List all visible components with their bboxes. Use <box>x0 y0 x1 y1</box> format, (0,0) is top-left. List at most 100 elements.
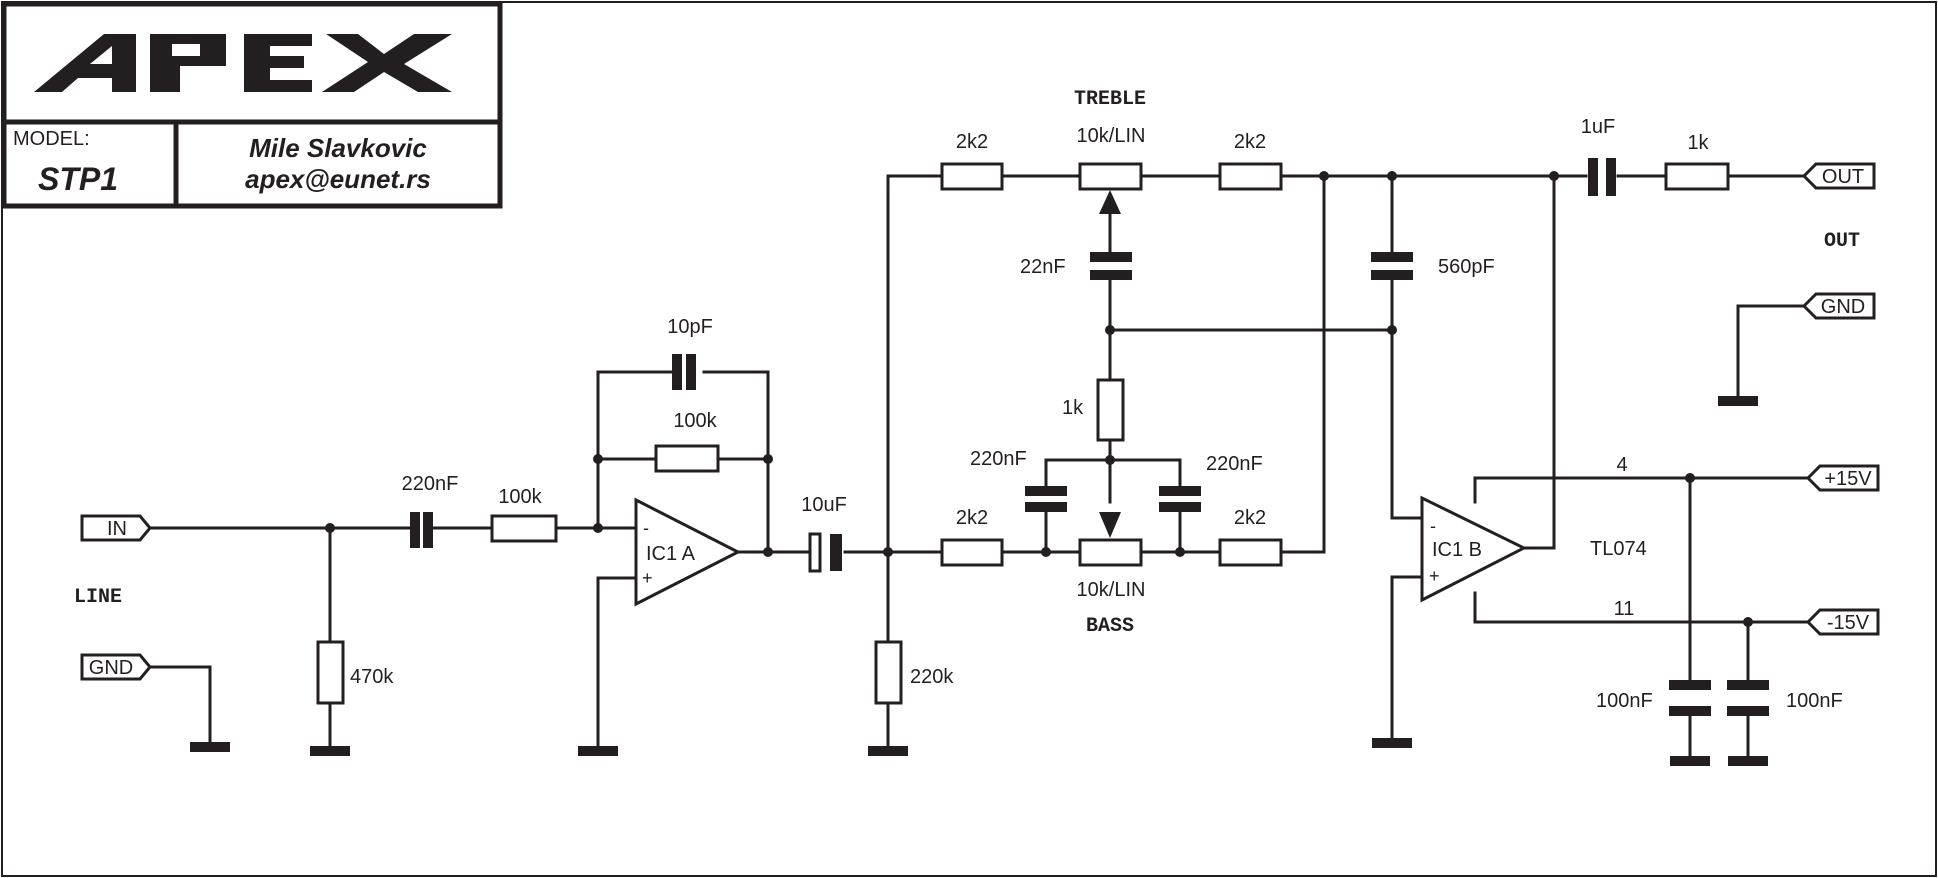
title-block: MODEL: STP1 Mile Slavkovic apex@eunet.rs <box>1 1 503 209</box>
connector-in: IN <box>80 514 152 542</box>
label-2k2-bass-right: 2k2 <box>1234 507 1266 529</box>
capacitors <box>410 158 1769 716</box>
apex-logo <box>34 34 452 92</box>
label-22nF: 22nF <box>1020 256 1066 278</box>
label-10uF: 10uF <box>801 494 847 516</box>
svg-text:GND: GND <box>89 657 133 679</box>
junction-dot <box>1387 171 1397 181</box>
junction-dot <box>593 454 603 464</box>
label-100k-in: 100k <box>498 486 542 508</box>
ground-symbol <box>1728 756 1768 766</box>
ground-symbol <box>1670 756 1710 766</box>
junction-dot <box>1175 547 1185 557</box>
ground-symbol <box>578 746 618 756</box>
opamp-ic1a-plus: + <box>642 568 653 588</box>
capacitor-10pF <box>672 354 696 390</box>
component-labels: 220nF 100k 470k 10pF 100k 10uF 220k 2k2 … <box>350 116 1843 712</box>
resistor-2k2-bass-right <box>1218 538 1283 567</box>
junction-dot <box>1549 171 1559 181</box>
junction-dot <box>593 523 603 533</box>
section-label-bass: BASS <box>1086 615 1134 638</box>
model-label: MODEL: <box>13 128 90 150</box>
label-1k-out: 1k <box>1687 132 1709 154</box>
opamp-ic1b: IC1 B - + <box>1420 495 1528 603</box>
model-value: STP1 <box>38 161 118 197</box>
label-2k2-treble-right: 2k2 <box>1234 131 1266 153</box>
capacitor-10uF <box>808 532 842 573</box>
connector-out: OUT <box>1801 162 1876 190</box>
ground-symbol <box>1718 396 1758 406</box>
capacitor-220nF-in <box>410 512 433 548</box>
ground-symbols <box>190 396 1768 766</box>
junction-dot <box>763 454 773 464</box>
junction-dot <box>1743 617 1753 627</box>
resistor-2k2-bass-left <box>940 538 1004 567</box>
junctions <box>325 171 1753 627</box>
resistors <box>316 162 1730 705</box>
label-2k2-treble-left: 2k2 <box>956 131 988 153</box>
resistor-2k2-treble-right <box>1218 162 1283 191</box>
pot-treble-wiper-arrow <box>1099 190 1121 214</box>
resistor-1k-out <box>1664 162 1730 191</box>
label-1uF: 1uF <box>1581 116 1615 138</box>
resistor-470k <box>316 640 345 705</box>
junction-dot <box>763 547 773 557</box>
capacitor-100nF-decoupling-1 <box>1669 680 1711 716</box>
connector-neg15v: -15V <box>1805 608 1880 636</box>
capacitor-100nF-decoupling-2 <box>1727 680 1769 716</box>
section-label-treble: TREBLE <box>1074 88 1146 111</box>
opamp-ic1a-label: IC1 A <box>646 543 696 565</box>
label-pin-11: 11 <box>1614 598 1635 620</box>
capacitor-1uF-out <box>1588 158 1616 196</box>
capacitor-220nF-bass-left <box>1025 486 1067 512</box>
junction-dot <box>1105 455 1115 465</box>
opamp-ic1a-minus: - <box>643 518 649 538</box>
label-220k: 220k <box>910 666 954 688</box>
capacitor-220nF-bass-right <box>1159 486 1201 512</box>
junction-dot <box>1319 171 1329 181</box>
label-10k-lin-bass: 10k/LIN <box>1077 579 1146 601</box>
author-email: apex@eunet.rs <box>245 164 431 194</box>
opamp-ic1a: IC1 A - + <box>634 497 742 607</box>
opamp-ic1b-label: IC1 B <box>1432 539 1482 561</box>
junction-dot <box>1041 547 1051 557</box>
label-220nF-bass-left: 220nF <box>970 448 1027 470</box>
connector-gnd-in: GND <box>80 653 152 681</box>
junction-dot <box>325 523 335 533</box>
opamp-ic1b-minus: - <box>1430 516 1436 536</box>
pot-treble <box>1078 162 1143 191</box>
label-100nF-1: 100nF <box>1596 690 1653 712</box>
pot-bass <box>1078 538 1143 567</box>
svg-text:GND: GND <box>1821 296 1865 318</box>
svg-text:OUT: OUT <box>1822 166 1864 188</box>
opamp-ic1b-plus: + <box>1429 566 1440 586</box>
connector-gnd-out: GND <box>1801 292 1876 320</box>
resistor-100k-feedback <box>654 444 720 473</box>
label-100k-feedback: 100k <box>673 410 717 432</box>
junction-dot <box>883 547 893 557</box>
label-1k-mid: 1k <box>1062 397 1084 419</box>
capacitor-22nF <box>1090 252 1132 280</box>
svg-text:+15V: +15V <box>1824 468 1872 490</box>
ground-symbol <box>1372 738 1412 748</box>
capacitor-560pF <box>1371 252 1413 280</box>
junction-dot <box>1105 325 1115 335</box>
junction-dot <box>1387 325 1397 335</box>
ground-symbol <box>868 746 908 756</box>
section-label-line: LINE <box>74 586 122 609</box>
ground-symbol <box>190 742 230 752</box>
connector-pos15v: +15V <box>1805 464 1880 492</box>
junction-dot <box>1685 473 1695 483</box>
label-tl074: TL074 <box>1590 538 1647 560</box>
label-pin-4: 4 <box>1616 454 1627 476</box>
label-470k: 470k <box>350 666 394 688</box>
wires <box>148 174 1810 758</box>
resistor-2k2-treble-left <box>940 162 1004 191</box>
label-10k-lin-treble: 10k/LIN <box>1077 125 1146 147</box>
label-2k2-bass-left: 2k2 <box>956 507 988 529</box>
resistor-1k-mid <box>1096 378 1125 442</box>
resistor-220k <box>874 640 903 705</box>
